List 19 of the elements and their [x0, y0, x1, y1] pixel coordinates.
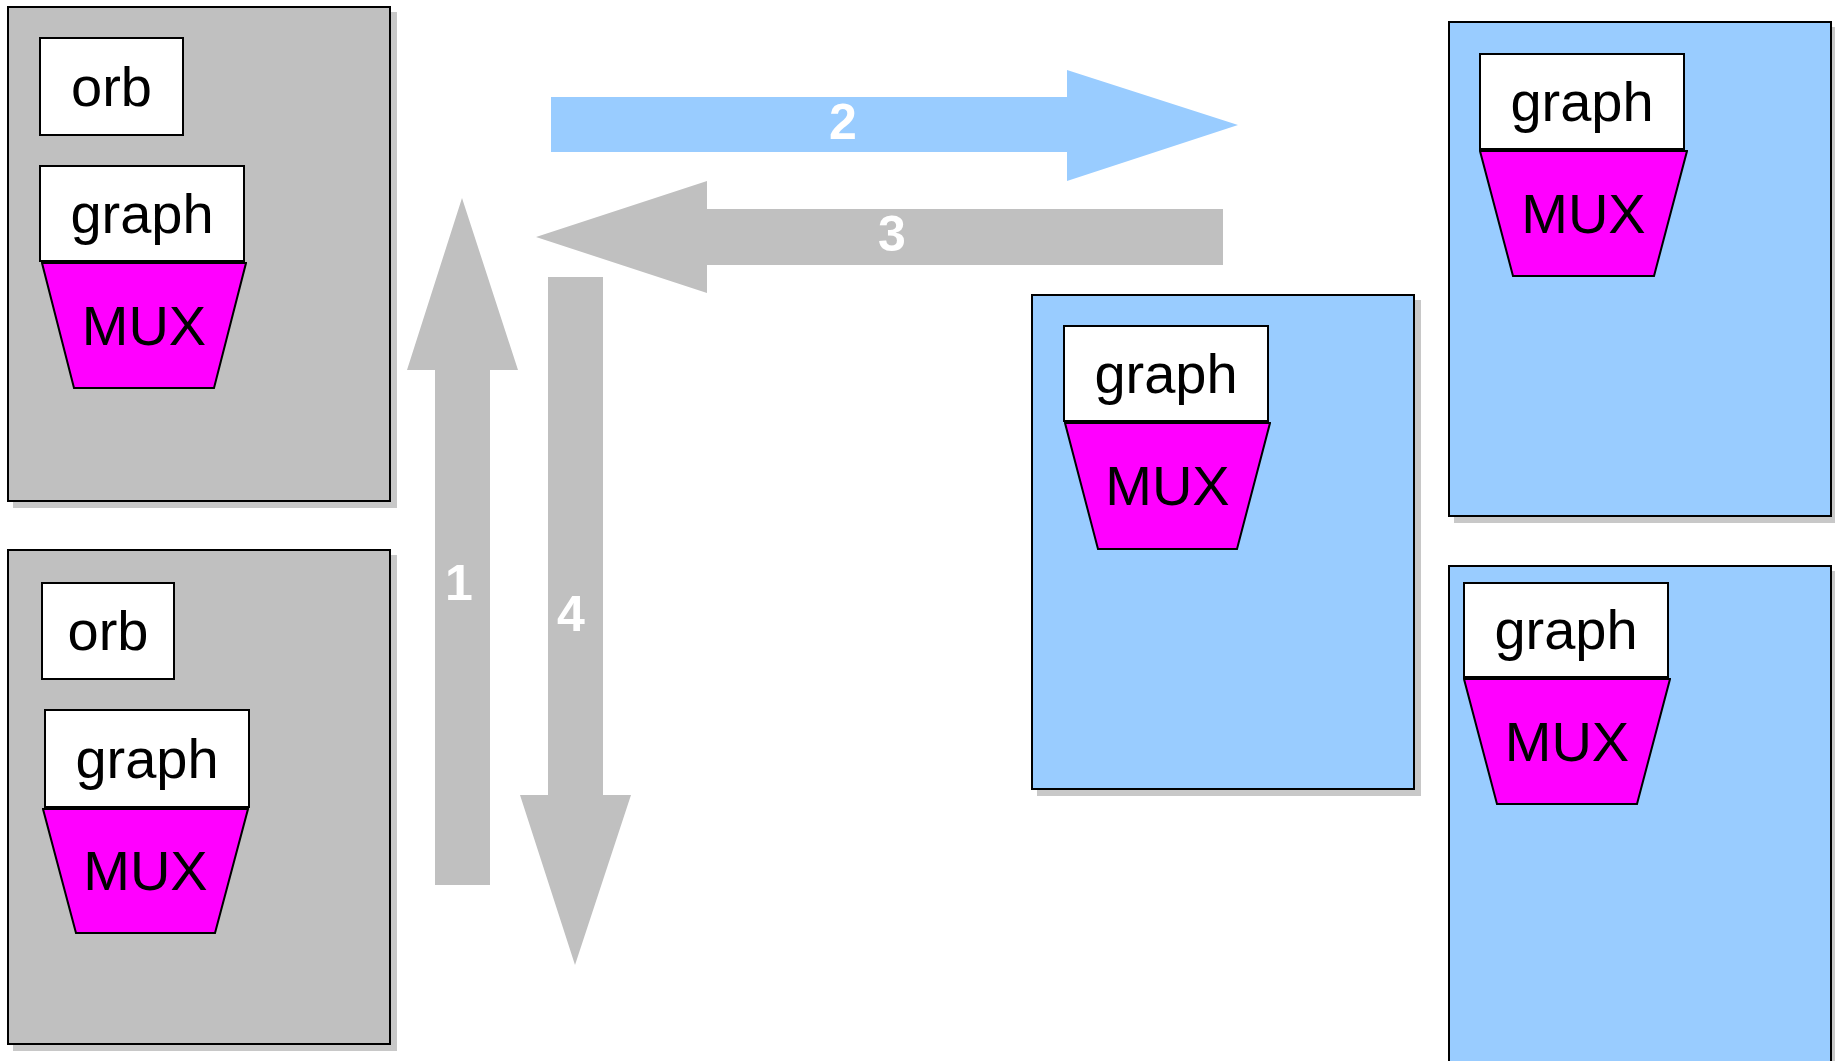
text-box	[44, 709, 250, 808]
text-box	[1463, 582, 1669, 678]
box-label: orb	[67, 603, 149, 659]
step-number: 1	[445, 558, 473, 608]
mux-label: MUX	[1504, 713, 1630, 770]
step-number: 2	[829, 97, 857, 147]
box-label: orb	[71, 58, 152, 115]
text-box	[41, 582, 175, 680]
step-number: 4	[557, 589, 585, 639]
mux-label: MUX	[1521, 185, 1646, 242]
mux-label: MUX	[81, 297, 207, 354]
mux-label: MUX	[83, 843, 208, 899]
mux-label: MUX	[1105, 458, 1230, 514]
node-panel	[1448, 565, 1832, 1061]
text-box	[1479, 53, 1685, 150]
text-box	[39, 37, 184, 136]
text-box	[39, 165, 245, 262]
text-box	[1063, 325, 1269, 422]
step-number: 3	[878, 209, 906, 259]
